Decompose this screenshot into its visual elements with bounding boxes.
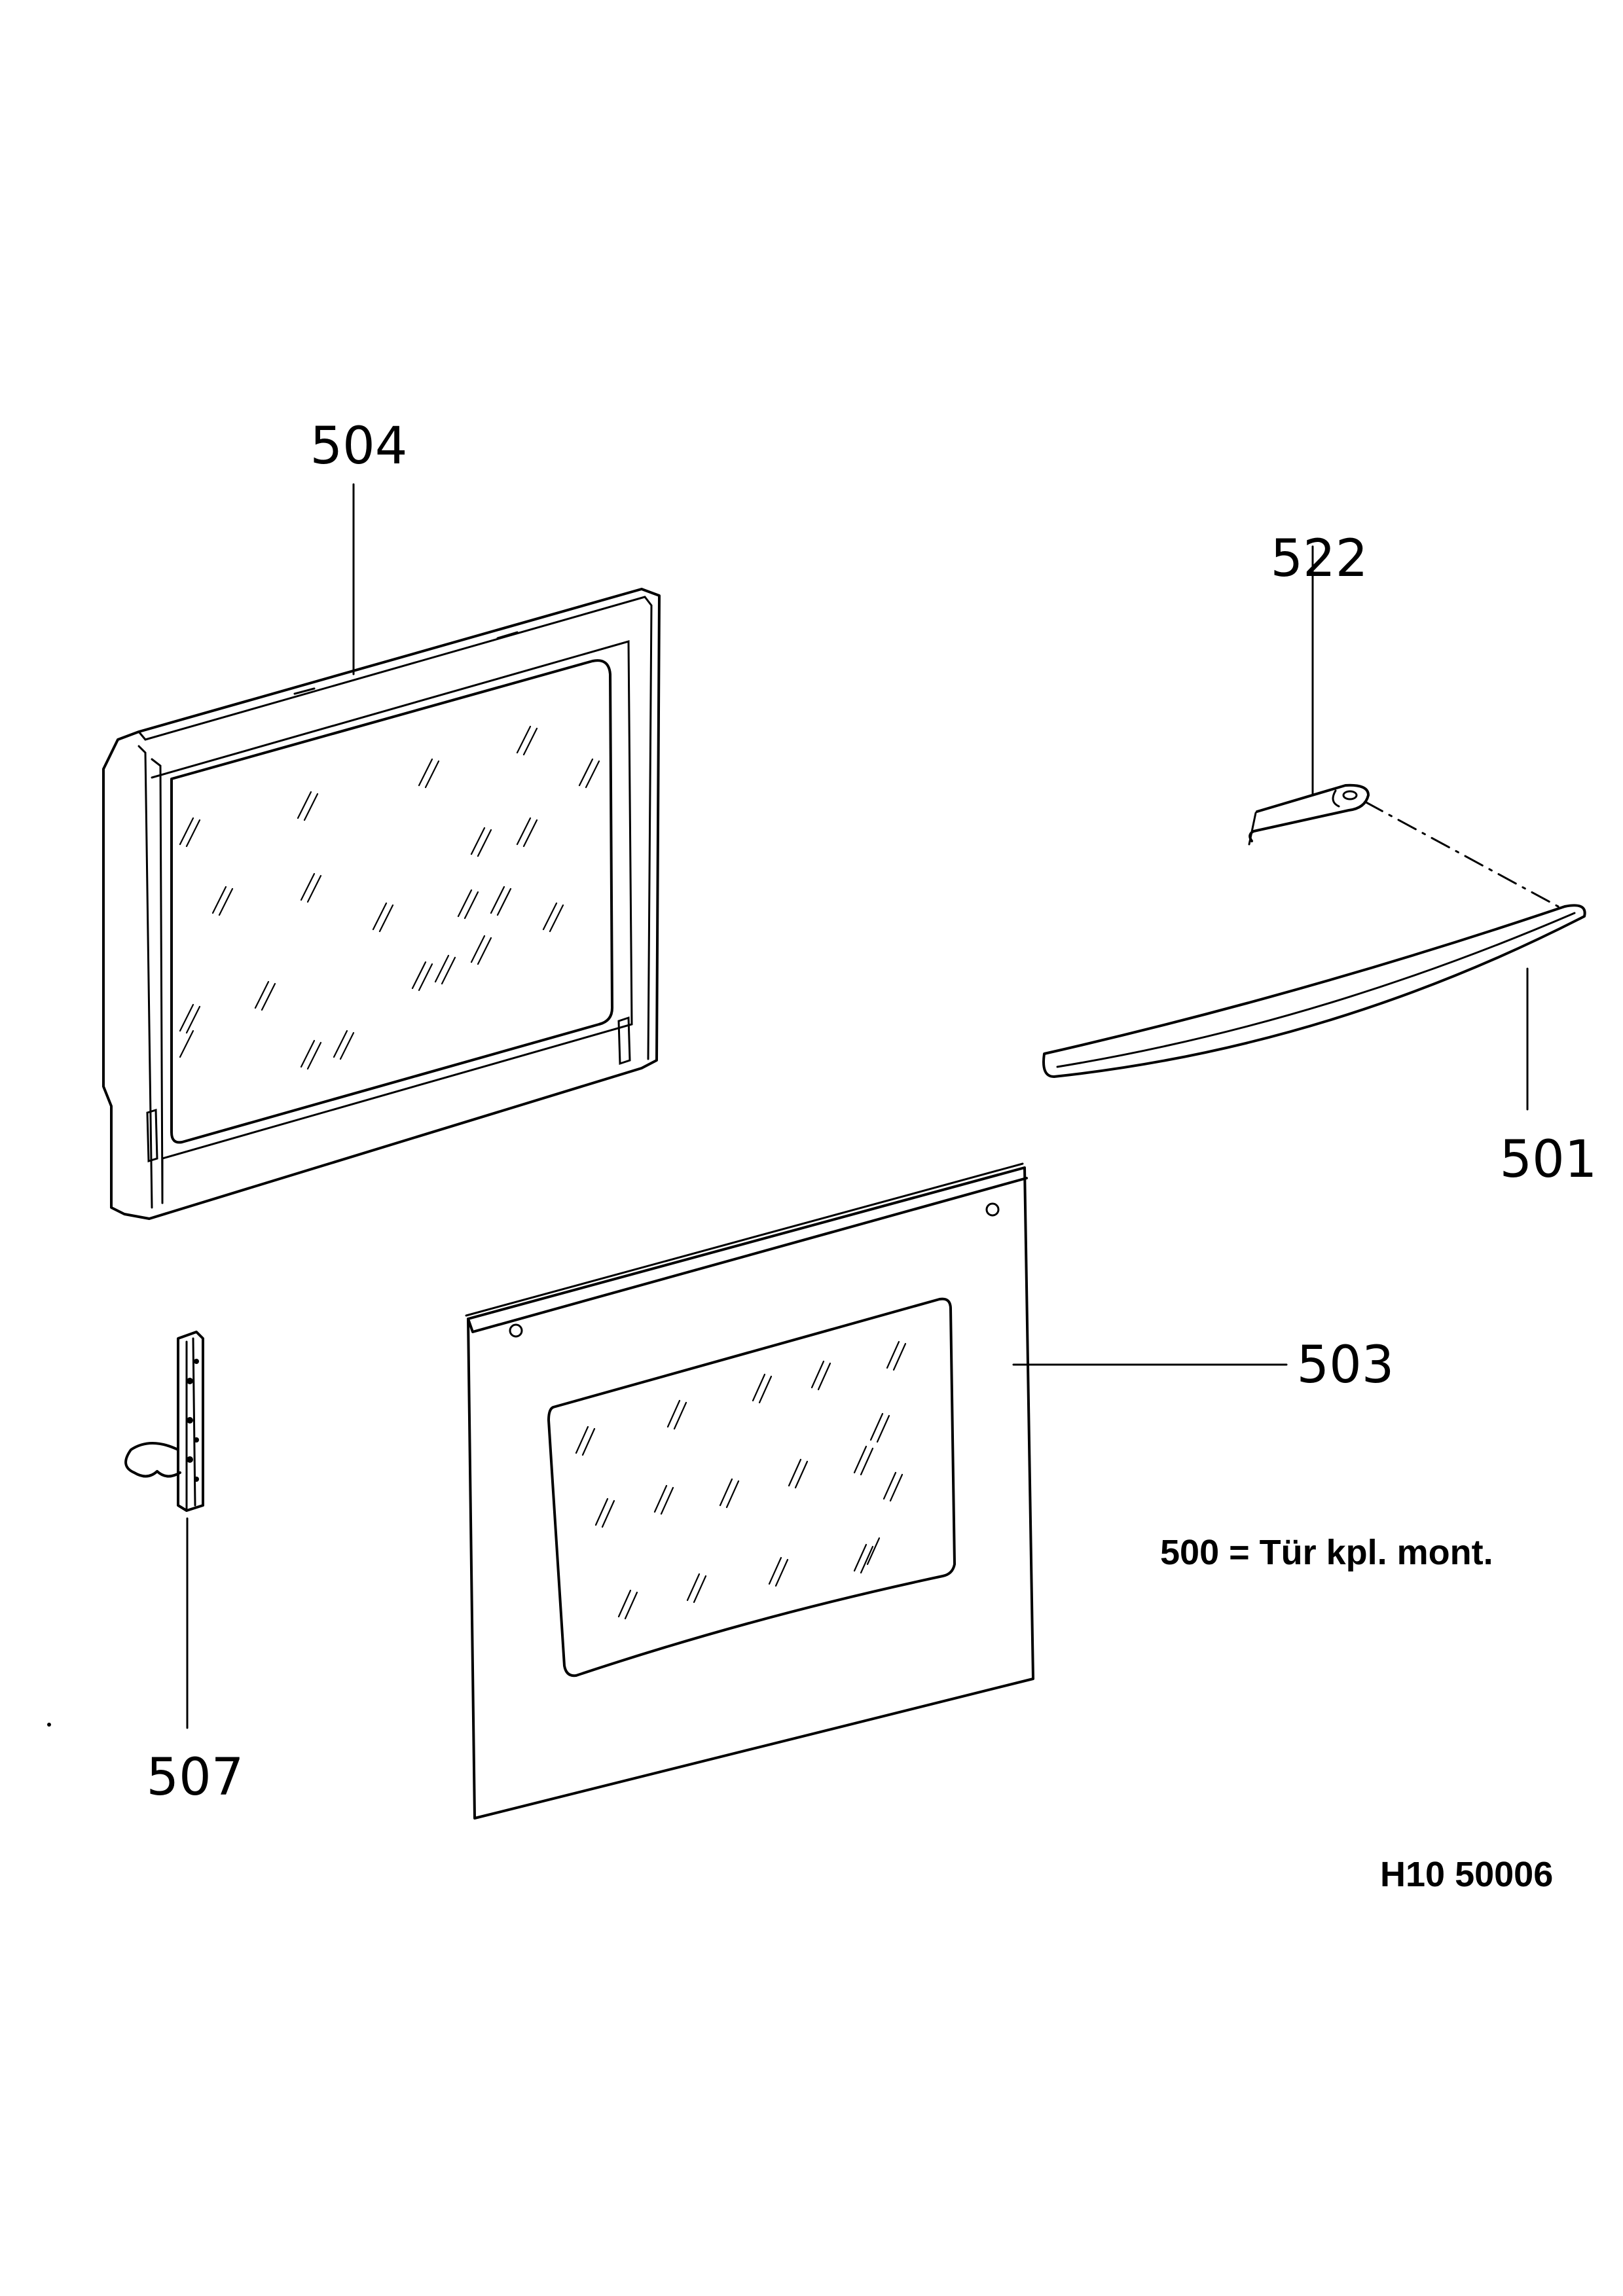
part-507-hinge (124, 1331, 204, 1729)
part-501-curved-handle (1042, 904, 1586, 1111)
part-503-outer-door-panel (465, 1162, 1288, 1820)
part-522-handle-end-cap (1248, 545, 1370, 846)
scan-speck (47, 1723, 51, 1727)
callout-503: 503 (1297, 1336, 1395, 1395)
drawing-number: H10 50006 (1380, 1855, 1553, 1894)
callout-501: 501 (1500, 1130, 1597, 1189)
glass-reflection-hatching (179, 725, 600, 1070)
assembly-axis-line (1364, 800, 1559, 908)
glass-reflection-hatching (575, 1340, 907, 1620)
assembly-note: 500 = Tür kpl. mont. (1160, 1533, 1493, 1572)
callout-522: 522 (1271, 529, 1368, 588)
callout-504: 504 (310, 417, 408, 476)
part-504-inner-door-frame (102, 483, 661, 1220)
callout-507: 507 (147, 1748, 244, 1807)
